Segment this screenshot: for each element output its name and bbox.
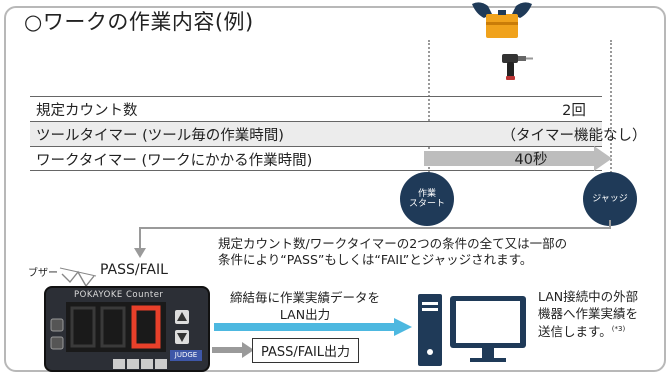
work-start-label: 作業 スタート [408, 188, 445, 209]
electric-driver-icon [502, 54, 533, 80]
external-device-note: LAN接続中の外部 機器へ作業実績を 送信します。(*3) [538, 288, 638, 340]
judge-label: ジャッジ [592, 193, 628, 204]
judge-button: JUDGE [170, 350, 202, 361]
side-buttons-icon [50, 318, 64, 350]
passfail-label: PASS/FAIL [100, 262, 168, 278]
pokayoke-counter-device: POKAYOKE Counter JUDGE [44, 286, 210, 372]
counter-display [66, 302, 166, 352]
work-start-marker: 作業 スタート [400, 172, 454, 226]
work-timer-value: 40秒 [514, 152, 548, 168]
footnote-ref: (*3) [611, 324, 626, 333]
bottom-buttons-icon [113, 359, 167, 369]
external-device-note-line: 機器へ作業実績を [538, 306, 639, 322]
table-row: ツールタイマー (ツール毎の作業時間) （タイマー機能なし） [30, 121, 647, 146]
judge-marker: ジャッジ [583, 172, 637, 226]
lan-output-arrow [214, 318, 412, 336]
buzzer-sound-icon [59, 267, 97, 288]
work-timer-arrow [424, 146, 612, 171]
external-device-note-line: LAN接続中の外部 [538, 289, 639, 304]
table-cell-value: （タイマー機能なし） [501, 128, 647, 144]
external-device-note-line: 送信します。(*3) [538, 323, 626, 339]
passfail-output-box: PASS/FAIL出力 [252, 338, 360, 363]
table-row: ワークタイマー (ワークにかかる作業時間) [30, 146, 602, 171]
toolbox-icon [472, 2, 532, 38]
judge-condition-note: 規定カウント数/ワークタイマーの2つの条件の全て又は一部の 条件により“PASS… [218, 236, 568, 268]
table-cell-label: ワークタイマー (ワークにかかる作業時間) [36, 153, 313, 169]
table-cell-value: 2回 [562, 103, 586, 119]
table-row: 規定カウント数 2回 [30, 96, 602, 121]
page-title: ○ワークの作業内容(例) [24, 10, 254, 34]
passfail-output-arrow [212, 342, 254, 358]
judge-guide-line [610, 40, 612, 180]
start-guide-line [428, 40, 430, 180]
up-down-buttons-icon [175, 310, 189, 344]
table-cell-label: ツールタイマー (ツール毎の作業時間) [36, 128, 284, 144]
judge-connector-arrow [134, 220, 611, 258]
lan-output-label: 締結毎に作業実績データを LAN出力 [229, 290, 380, 322]
device-title: POKAYOKE Counter [74, 290, 164, 300]
buzzer-label: ブザー [28, 268, 58, 279]
table-cell-label: 規定カウント数 [36, 103, 138, 119]
computer-icon [418, 294, 526, 366]
